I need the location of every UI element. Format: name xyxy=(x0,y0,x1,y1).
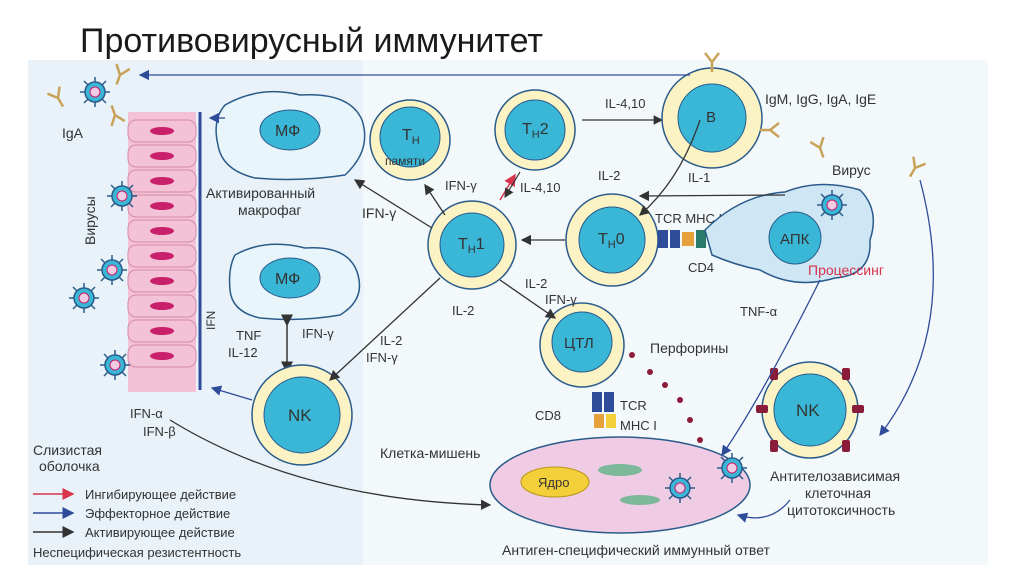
th2-suffix: 2 xyxy=(540,121,549,138)
svg-text:TH: TH xyxy=(402,127,420,147)
ctl-cell: ЦТЛ xyxy=(539,302,625,388)
t-memory-cell: TH памяти xyxy=(369,99,451,181)
il1-label: IL-1 xyxy=(688,170,710,185)
activated-macrophage: МФ xyxy=(215,90,366,181)
mhc1-label: MHC I xyxy=(620,418,657,433)
tnf-label: TNF xyxy=(236,328,261,343)
il4-10-top-label: IL-4,10 xyxy=(605,96,645,111)
activated-macrophage-label-2: макрофаг xyxy=(238,202,302,218)
svg-text:TH0: TH0 xyxy=(598,231,625,251)
il4-10-mid-label: IL-4,10 xyxy=(520,180,560,195)
target-cell-label: Клетка-мишень xyxy=(380,445,480,461)
ifn-gamma-mf2-label: IFN-γ xyxy=(302,326,334,341)
viruses-vertical-label: Вирусы xyxy=(82,196,98,245)
perforins-label: Перфорины xyxy=(650,340,728,356)
mf-label: МФ xyxy=(275,123,300,140)
legend-activating: Активирующее действие xyxy=(85,525,235,540)
virus-icon xyxy=(664,472,696,504)
target-cell: Ядро xyxy=(489,436,751,534)
il2-ctl-label: IL-2 xyxy=(525,276,547,291)
th2-sub: H xyxy=(532,129,540,141)
legend-effector: Эффекторное действие xyxy=(85,506,230,521)
ifn-gamma-nk-label: IFN-γ xyxy=(366,350,398,365)
ifn-vertical-label: IFN xyxy=(204,311,218,330)
apc-label: АПК xyxy=(780,231,810,248)
nonspecific-label: Неспецифическая резистентность xyxy=(33,545,241,560)
virus-label: Вирус xyxy=(832,162,871,178)
th1-cell: TH1 xyxy=(427,200,517,290)
th2-cell: TH2 xyxy=(494,89,576,171)
th0-t: T xyxy=(598,231,608,248)
tcr-mhc2-label: TCR MHC II xyxy=(655,211,726,226)
processing-label: Процессинг xyxy=(808,262,884,278)
ctl-label: ЦТЛ xyxy=(564,335,594,352)
mucosa-label-1: Слизистая xyxy=(33,442,102,458)
ifn-gamma-th-label: IFN-γ xyxy=(445,178,477,193)
activated-macrophage-label-1: Активированный xyxy=(206,185,315,201)
th1-suffix: 1 xyxy=(476,236,485,253)
adcc-label-2: клеточная xyxy=(805,485,871,501)
tnf-alpha-label: TNF-α xyxy=(740,304,778,319)
arrows xyxy=(138,69,934,523)
virus-icon xyxy=(716,452,748,484)
mucosa-label-2: оболочка xyxy=(39,458,100,474)
b-cell: B xyxy=(661,67,763,169)
virus-icon xyxy=(816,189,848,221)
svg-text:TH2: TH2 xyxy=(522,121,549,141)
virus-icon xyxy=(96,254,128,286)
th-memory-sub: H xyxy=(412,135,420,147)
adcc-label-3: цитотоксичность xyxy=(787,502,895,518)
th0-suffix: 0 xyxy=(616,231,625,248)
th0-sub: H xyxy=(608,239,616,251)
adcc-label-1: Антителозависимая xyxy=(770,468,900,484)
ifn-gamma-mf1-label: IFN-γ xyxy=(362,205,396,221)
il2-th1-label: IL-2 xyxy=(452,303,474,318)
page-title: Противовирусный иммунитет xyxy=(80,22,543,60)
svg-text:TH1: TH1 xyxy=(458,236,485,256)
th1-t: T xyxy=(458,236,468,253)
tcr-label: TCR xyxy=(620,398,647,413)
tcr-mhc-complex xyxy=(658,230,706,248)
virus-icon xyxy=(106,180,138,212)
nk-right-label: NK xyxy=(796,401,820,420)
th1-sub: H xyxy=(468,244,476,256)
b-cell-label: B xyxy=(706,109,716,126)
cd8-label: CD8 xyxy=(535,408,561,423)
th0-cell: TH0 xyxy=(565,193,659,287)
nk-cell-left: NK xyxy=(251,364,353,466)
il2-top-label: IL-2 xyxy=(598,168,620,183)
iga-label: IgA xyxy=(62,125,84,141)
virus-icon xyxy=(99,349,131,381)
tcr-mhc1-complex xyxy=(592,392,616,428)
virus-icon xyxy=(68,282,100,314)
perforin-dots xyxy=(629,352,703,443)
th2-t: T xyxy=(522,121,532,138)
macrophage: МФ xyxy=(228,243,361,321)
ifn-beta-label: IFN-β xyxy=(143,424,176,439)
nk-left-label: NK xyxy=(288,406,312,425)
epithelium xyxy=(127,112,202,392)
immunoglobulins-label: IgM, IgG, IgA, IgE xyxy=(765,91,876,107)
nucleus-label: Ядро xyxy=(538,475,569,490)
il12-label: IL-12 xyxy=(228,345,258,360)
mf2-label: МФ xyxy=(275,271,300,288)
th-memory-t: T xyxy=(402,127,412,144)
virus-icon xyxy=(79,76,111,108)
ifn-gamma-ctl-label: IFN-γ xyxy=(545,292,577,307)
legend: Ингибирующее действие Эффекторное действ… xyxy=(33,487,236,540)
ifn-alpha-label: IFN-α xyxy=(130,406,163,421)
specific-label: Антиген-специфический иммунный ответ xyxy=(502,542,771,558)
cd4-label: CD4 xyxy=(688,260,714,275)
nk-cell-right: NK xyxy=(756,361,864,459)
th-memory-label: памяти xyxy=(385,154,425,168)
legend-inhibiting: Ингибирующее действие xyxy=(85,487,236,502)
il2-nk-label: IL-2 xyxy=(380,333,402,348)
